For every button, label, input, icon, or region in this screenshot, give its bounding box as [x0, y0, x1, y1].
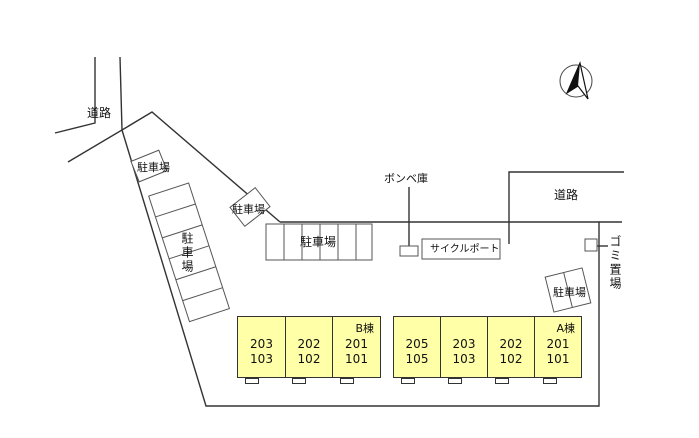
entrance-step: [401, 378, 415, 384]
parking-lot-1: [130, 149, 168, 183]
garbage-area-label: ゴミ置場: [608, 235, 622, 291]
road-label-right: 道路: [554, 188, 579, 202]
building-b-label: B棟: [355, 322, 374, 335]
parking-label-1: 駐車場: [137, 161, 170, 174]
site-boundary: [121, 129, 600, 407]
entrance-step: [448, 378, 462, 384]
parking-lot-3: [229, 186, 271, 228]
parking-label-3: 駐車場: [232, 203, 265, 216]
unit-number-upper: 203: [250, 337, 273, 351]
building-a-label: A棟: [556, 322, 575, 335]
bicycle-port-box: [421, 238, 501, 260]
north-arrow-icon: [559, 61, 593, 100]
road-label-top-left: 道路: [87, 106, 112, 120]
garbage-box: [584, 238, 598, 252]
unit-number-upper: 202: [297, 337, 321, 351]
unit-number-lower: 101: [345, 352, 368, 366]
parking-lot-2: [148, 182, 231, 323]
unit-b-202-102: 202 102: [285, 316, 333, 378]
entrance-step: [543, 378, 557, 384]
entrance-step: [340, 378, 354, 384]
parking-label-2: 駐車場: [180, 232, 194, 274]
parking-label-4: 駐車場: [300, 235, 337, 249]
unit-number-lower: 103: [250, 352, 273, 366]
road-right-edge: [508, 171, 624, 244]
unit-number-lower: 105: [405, 352, 429, 366]
gas-storage-label: ボンベ庫: [384, 172, 428, 185]
parking-lot-4: [265, 223, 373, 261]
unit-number-upper: 201: [345, 337, 368, 351]
parking-label-5: 駐車場: [553, 286, 586, 299]
unit-number-upper: 203: [452, 337, 476, 351]
unit-number-lower: 102: [499, 352, 523, 366]
unit-number-upper: 202: [499, 337, 523, 351]
gas-storage-box: [399, 245, 419, 257]
entrance-step: [495, 378, 509, 384]
unit-number-upper: 205: [405, 337, 429, 351]
unit-a-203-103: 203 103: [440, 316, 488, 378]
unit-a-205-105: 205 105: [393, 316, 441, 378]
unit-b-203-103: 203 103: [237, 316, 286, 378]
bicycle-port-label: サイクルポート: [430, 244, 500, 255]
entrance-step: [292, 378, 306, 384]
unit-a-202-102: 202 102: [487, 316, 535, 378]
road-edge-left: [54, 57, 96, 134]
parking-lot-5: [544, 267, 592, 313]
unit-number-lower: 102: [297, 352, 321, 366]
unit-number-upper: 201: [546, 337, 570, 351]
entrance-step: [245, 378, 259, 384]
unit-b-201-101: B棟 201 101: [332, 316, 381, 378]
site-boundary-top: [121, 111, 281, 223]
unit-number-lower: 101: [546, 352, 570, 366]
unit-number-lower: 103: [452, 352, 476, 366]
unit-a-201-101: A棟 201 101: [534, 316, 582, 378]
